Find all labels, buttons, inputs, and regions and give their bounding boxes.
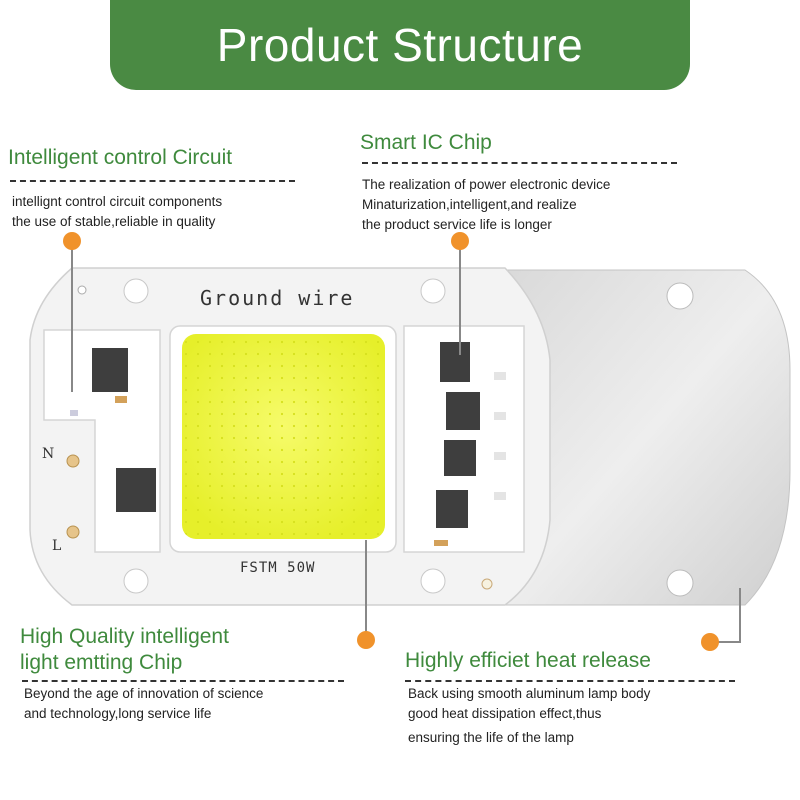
ic-chip-description: The realization of power electronic devi… [362, 175, 610, 235]
callout-marker [451, 232, 469, 250]
title-line: light emtting Chip [20, 651, 183, 674]
description-line: the use of stable,reliable in quality [12, 214, 216, 229]
control-chip-top [92, 348, 128, 392]
description-line: Beyond the age of innovation of science [24, 686, 264, 701]
pin-l-pad [66, 525, 80, 539]
dashed-divider [405, 680, 735, 682]
led-chip-title: High Quality intelligent light emtting C… [20, 624, 229, 676]
mount-hole [666, 282, 694, 310]
description-line: good heat dissipation effect,thus [408, 706, 602, 721]
description-line: and technology,long service life [24, 706, 212, 721]
mount-hole [666, 569, 694, 597]
ic-chip [444, 440, 476, 476]
model-label: FSTM 50W [240, 560, 315, 576]
pad [70, 410, 78, 416]
mount-hole [123, 568, 149, 594]
description-line: The realization of power electronic devi… [362, 177, 611, 192]
small-via [77, 285, 87, 295]
pin-n-label: N [42, 446, 54, 462]
pad [494, 492, 506, 500]
callout-marker [63, 232, 81, 250]
page-title: Product Structure [216, 19, 584, 71]
heat-release-description: Back using smooth aluminum lamp body goo… [408, 684, 650, 748]
pad [494, 452, 506, 460]
description-line: Minaturization,intelligent,and realize [362, 197, 577, 212]
pin-l-label: L [52, 538, 61, 554]
ground-wire-label: Ground wire [200, 286, 354, 310]
title-banner: Product Structure [110, 0, 690, 90]
mount-hole [420, 568, 446, 594]
control-chip-bottom [116, 468, 156, 512]
pad [494, 372, 506, 380]
dashed-divider [362, 162, 677, 164]
callout-marker [357, 631, 375, 649]
title-line: High Quality intelligent [20, 625, 229, 648]
small-via [481, 578, 493, 590]
description-line: intellignt control circuit components [12, 194, 223, 209]
description-line: ensuring the life of the lamp [408, 730, 574, 745]
led-chip-dots [182, 334, 385, 539]
callout-line-heat [710, 588, 741, 643]
resistor [434, 540, 448, 546]
mount-hole [420, 278, 446, 304]
description-line: Back using smooth aluminum lamp body [408, 686, 651, 701]
led-chip-description: Beyond the age of innovation of science … [24, 684, 263, 724]
pin-n-pad [66, 454, 80, 468]
heat-release-title: Highly efficiet heat release [405, 649, 651, 672]
description-line: the product service life is longer [362, 217, 552, 232]
callout-marker [701, 633, 719, 651]
ic-chip [440, 342, 470, 382]
control-circuit-description: intellignt control circuit components th… [12, 192, 222, 232]
ic-chip-title: Smart IC Chip [360, 131, 492, 154]
resistor [115, 396, 127, 403]
pad [494, 412, 506, 420]
dashed-divider [22, 680, 344, 682]
dashed-divider [10, 180, 295, 182]
control-circuit-title: Intelligent control Circuit [8, 146, 233, 169]
aluminum-heatsink [499, 269, 791, 606]
ic-chip [446, 392, 480, 430]
mount-hole [123, 278, 149, 304]
ic-chip [436, 490, 468, 528]
